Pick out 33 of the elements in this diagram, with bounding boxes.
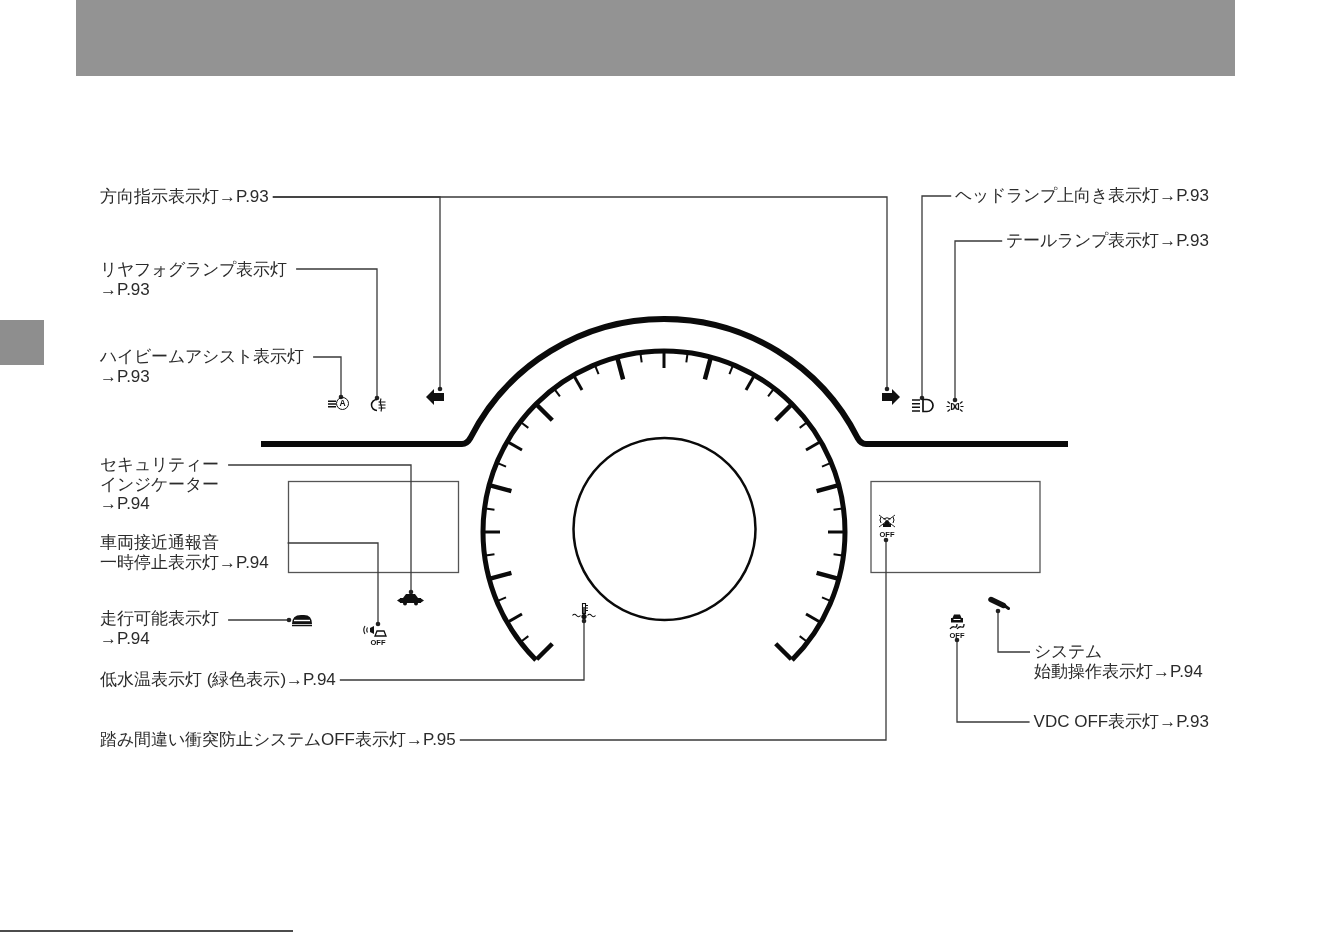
- leader-line: [919, 195, 952, 401]
- callout-label: 低水温表示灯 (緑色表示)→P.94: [100, 670, 336, 690]
- callout-label: システム始動操作表示灯→P.94: [1034, 642, 1218, 681]
- leader-line: [954, 637, 1031, 723]
- car-icon: [289, 613, 315, 627]
- leader-line: [295, 268, 380, 401]
- car-icon: [397, 592, 424, 606]
- callout-label: セキュリティーインジケーター→P.94: [100, 455, 225, 514]
- leader-line: [227, 464, 414, 595]
- left-arrow-icon: [426, 389, 444, 405]
- leader-line: [459, 537, 889, 741]
- callout-label: 踏み間違い衝突防止システムOFF表示灯→P.95: [100, 730, 456, 750]
- callout-label: ハイビームアシスト表示灯→P.93: [100, 347, 310, 386]
- callout-label: リヤフォグランプ表示灯→P.93: [100, 260, 293, 299]
- callout-label: 方向指示表示灯→P.93: [100, 187, 269, 207]
- callout-label: 車両接近通報音一時停止表示灯→P.94: [100, 533, 284, 572]
- thermometer-icon: [572, 603, 596, 621]
- callout-label: ヘッドランプ上向き表示灯→P.93: [955, 186, 1209, 206]
- leader-line: [995, 608, 1031, 653]
- callout-label: VDC OFF表示灯→P.93: [1033, 712, 1209, 732]
- leader-line: [227, 617, 292, 623]
- leader-line: [272, 196, 890, 392]
- capsule-icon: [988, 596, 1010, 611]
- right-arrow-icon: [882, 389, 900, 405]
- leader-line: [952, 240, 1003, 403]
- leader-line: [312, 356, 344, 400]
- callout-label: テールランプ表示灯→P.93: [1006, 231, 1209, 251]
- lamp-rays-icon: [946, 400, 964, 413]
- callout-label: 走行可能表示灯→P.94: [100, 609, 225, 648]
- leader-line: [286, 542, 381, 627]
- headlamp-icon: [912, 398, 936, 413]
- leader-line: [339, 618, 587, 681]
- fog-lamp-icon: [370, 398, 386, 412]
